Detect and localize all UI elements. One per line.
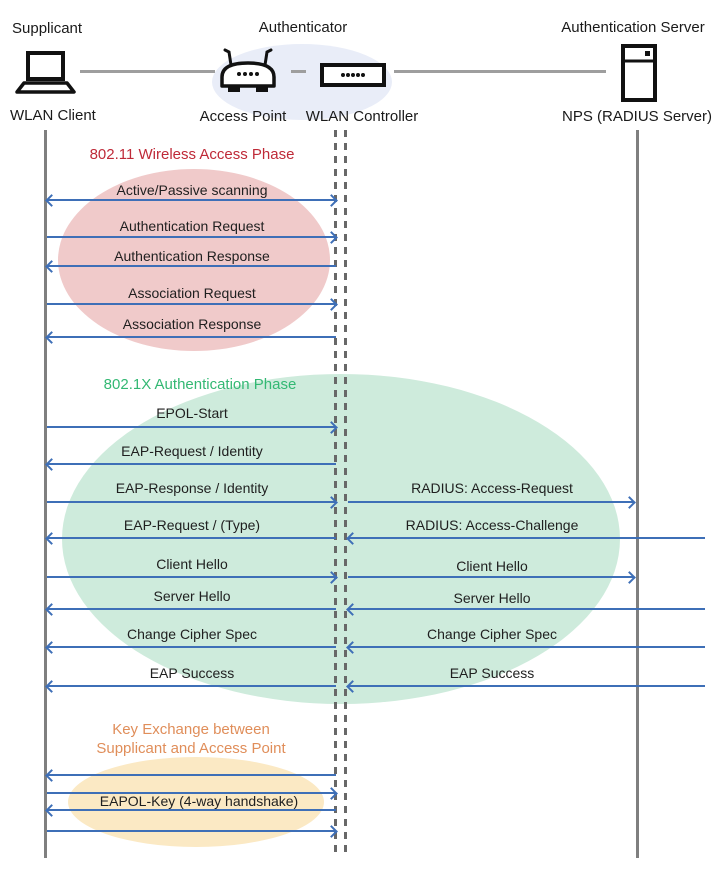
message-label-radius-access-request: RADIUS: Access-Request xyxy=(411,480,573,496)
message-label-authentication-response: Authentication Response xyxy=(114,248,270,264)
message-label-eapol-key: EAPOL-Key (4-way handshake) xyxy=(99,793,299,809)
message-label-association-request: Association Request xyxy=(128,285,256,301)
message-arrow-authentication-response xyxy=(47,265,336,267)
authenticator-role-label: Authenticator xyxy=(258,19,348,36)
device-connector-line xyxy=(80,70,215,73)
message-label-eap-success-left: EAP Success xyxy=(149,665,235,681)
radius-server-lifeline xyxy=(636,130,639,858)
authentication-server-role-label: Authentication Server xyxy=(561,19,705,36)
device-connector-line xyxy=(394,70,606,73)
message-label-server-hello-right: Server Hello xyxy=(453,590,531,606)
message-arrow-eap-success-right xyxy=(348,685,705,687)
message-arrow-eapol-key-1 xyxy=(47,774,336,776)
message-label-client-hello-left: Client Hello xyxy=(156,556,228,572)
message-label-active-passive-scanning: Active/Passive scanning xyxy=(116,182,268,198)
message-arrow-eap-success-left xyxy=(47,685,336,687)
message-label-change-cipher-spec-right: Change Cipher Spec xyxy=(427,626,557,642)
wlan-controller-label: WLAN Controller xyxy=(305,108,419,125)
authenticator-lifeline-left xyxy=(334,130,337,852)
message-label-change-cipher-spec-left: Change Cipher Spec xyxy=(127,626,257,642)
message-arrow-eapol-key-2 xyxy=(47,792,336,794)
message-label-association-response: Association Response xyxy=(122,316,262,332)
message-arrow-association-response xyxy=(47,336,336,338)
message-arrow-change-cipher-spec-left xyxy=(47,646,336,648)
message-arrow-eap-request-identity xyxy=(47,463,336,465)
message-arrow-active-passive-scanning xyxy=(47,199,336,201)
message-arrow-change-cipher-spec-right xyxy=(348,646,705,648)
wlan-controller-icon xyxy=(320,63,386,87)
message-label-eap-request-identity: EAP-Request / Identity xyxy=(121,443,263,459)
message-arrow-association-request xyxy=(47,303,336,305)
authenticator-lifeline-right xyxy=(344,130,347,852)
access-point-label: Access Point xyxy=(199,108,287,125)
message-arrow-radius-access-request xyxy=(348,501,634,503)
laptop-icon xyxy=(12,50,78,96)
message-label-eap-success-right: EAP Success xyxy=(449,665,535,681)
phase3-ellipse xyxy=(68,757,324,847)
message-arrow-server-hello-left xyxy=(47,608,336,610)
message-label-eap-response-identity: EAP-Response / Identity xyxy=(115,480,269,496)
message-label-epol-start: EPOL-Start xyxy=(156,405,228,421)
message-arrow-server-hello-right xyxy=(348,608,705,610)
message-arrow-epol-start xyxy=(47,426,336,428)
device-connector-line xyxy=(291,70,306,73)
supplicant-role-label: Supplicant xyxy=(12,20,83,37)
message-label-radius-access-challenge: RADIUS: Access-Challenge xyxy=(405,517,579,533)
wlan-client-label: WLAN Client xyxy=(10,107,96,124)
nps-radius-server-label: NPS (RADIUS Server) xyxy=(561,108,713,125)
message-arrow-eap-request-type xyxy=(47,537,336,539)
message-arrow-eapol-key-3 xyxy=(47,809,336,811)
message-arrow-authentication-request xyxy=(47,236,336,238)
message-arrow-eapol-key-4 xyxy=(47,830,336,832)
phase2-title: 802.1X Authentication Phase xyxy=(103,376,297,393)
access-point-icon xyxy=(216,48,280,95)
phase1-title: 802.11 Wireless Access Phase xyxy=(89,146,295,163)
phase3-title-line2: Supplicant and Access Point xyxy=(96,740,286,757)
message-label-client-hello-right: Client Hello xyxy=(456,558,528,574)
message-arrow-radius-access-challenge xyxy=(348,537,705,539)
server-icon xyxy=(621,44,657,102)
message-arrow-eap-response-identity xyxy=(47,501,336,503)
message-label-eap-request-type: EAP-Request / (Type) xyxy=(123,517,261,533)
message-label-server-hello-left: Server Hello xyxy=(153,588,231,604)
phase2-ellipse xyxy=(62,374,620,704)
phase3-title-line1: Key Exchange between xyxy=(112,721,270,738)
message-arrow-client-hello-left xyxy=(47,576,336,578)
message-label-authentication-request: Authentication Request xyxy=(119,218,265,234)
supplicant-lifeline xyxy=(44,130,47,858)
message-arrow-client-hello-right xyxy=(348,576,634,578)
